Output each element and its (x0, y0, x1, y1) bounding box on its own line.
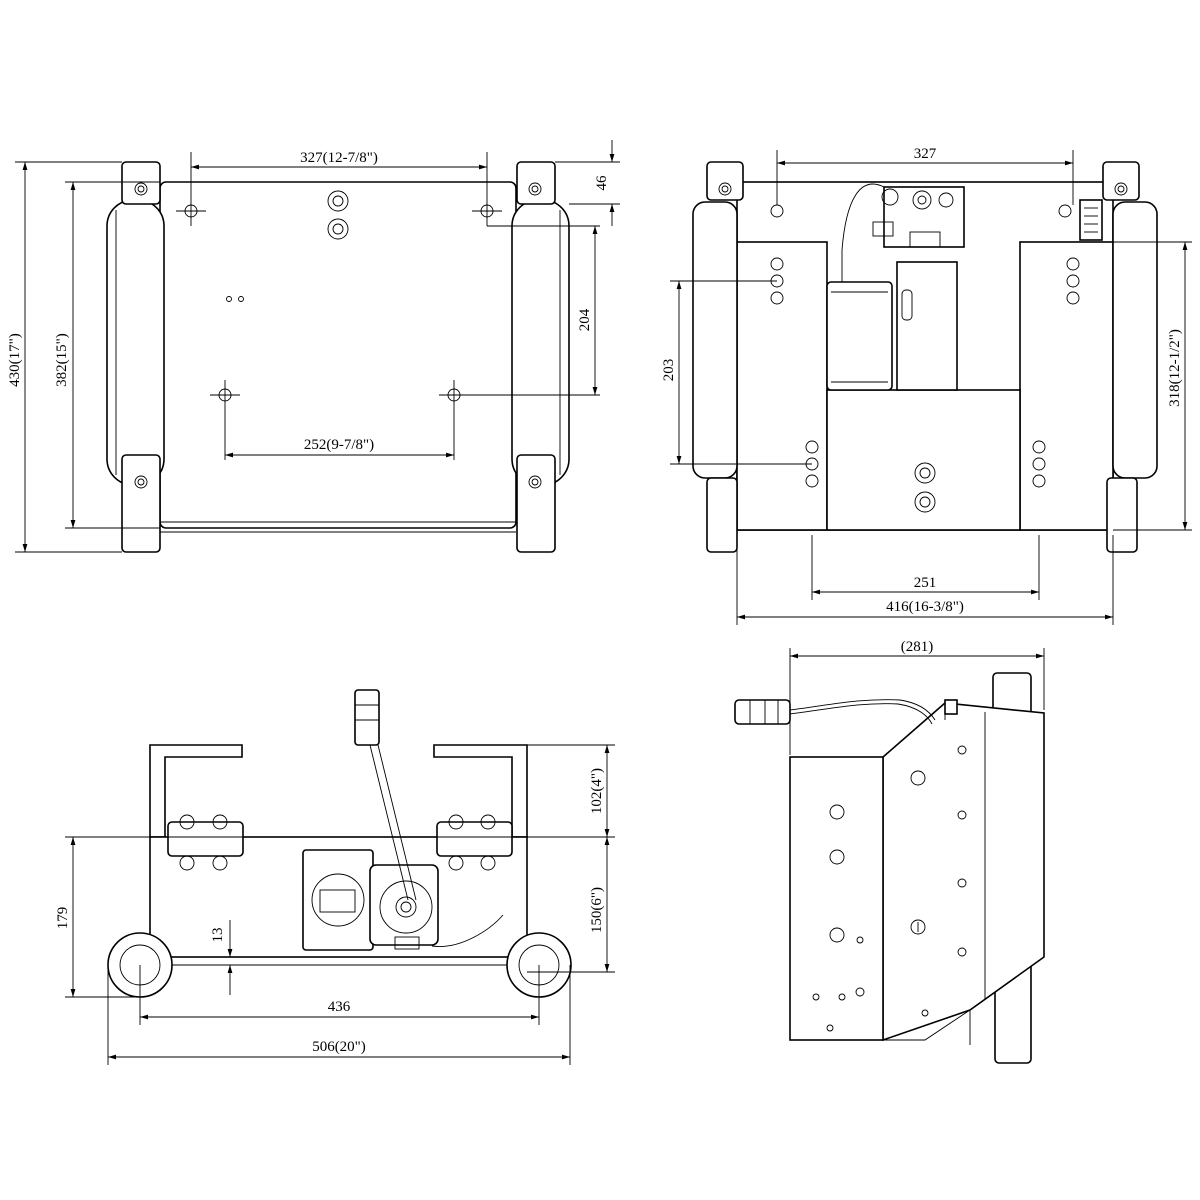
dim-top-width: 327(12-7/8") (300, 150, 378, 166)
dim-top-total-height: 430(17") (7, 333, 23, 387)
dim-side-width: (281) (901, 639, 934, 655)
end-connector (354, 689, 380, 746)
dim-end-top-height: 102(4") (589, 768, 605, 814)
dim-top-hole-spacing-v: 204 (577, 308, 593, 331)
front-left-tube (692, 201, 738, 479)
top-view: 327(12-7/8") 430(17") 382(15") 46 204 25… (7, 140, 620, 553)
front-right-block (1019, 241, 1114, 531)
dim-end-small: 13 (210, 928, 226, 943)
side-box (789, 756, 884, 1041)
pump-cylinder (896, 261, 958, 391)
end-pump-body (302, 849, 374, 951)
dim-front-left-height: 203 (661, 359, 677, 382)
dim-end-inner-width: 436 (328, 999, 351, 1015)
front-right-tube (1112, 201, 1158, 479)
pump-motor (826, 281, 893, 391)
dim-end-lower-height: 150(6") (589, 887, 605, 933)
front-center-block (826, 389, 1021, 531)
post-bottom-right (516, 454, 556, 553)
trim-scale (1079, 199, 1103, 241)
front-view: 327 203 318(12-1/2") 251 416(16-3/8") (661, 146, 1192, 625)
dim-end-total-height: 179 (55, 907, 71, 930)
dim-front-inner-width: 251 (914, 575, 937, 591)
dim-top-offset: 46 (594, 175, 610, 191)
dim-end-total-width: 506(20") (312, 1039, 366, 1055)
side-connector (734, 699, 791, 725)
dim-top-hole-spacing-h: 252(9-7/8") (304, 437, 374, 453)
front-left-block (736, 241, 828, 531)
dim-front-right-height: 318(12-1/2") (1167, 329, 1183, 407)
dim-top-tube-height: 382(15") (54, 333, 70, 387)
dim-front-total-width: 416(16-3/8") (886, 599, 964, 615)
post-bottom-left (121, 454, 161, 553)
side-view: (281) (734, 639, 1045, 1064)
end-view: 102(4") 150(6") 179 13 436 506(20") (55, 689, 615, 1065)
dim-front-top-width: 327 (914, 146, 937, 162)
valve-block (883, 186, 965, 248)
